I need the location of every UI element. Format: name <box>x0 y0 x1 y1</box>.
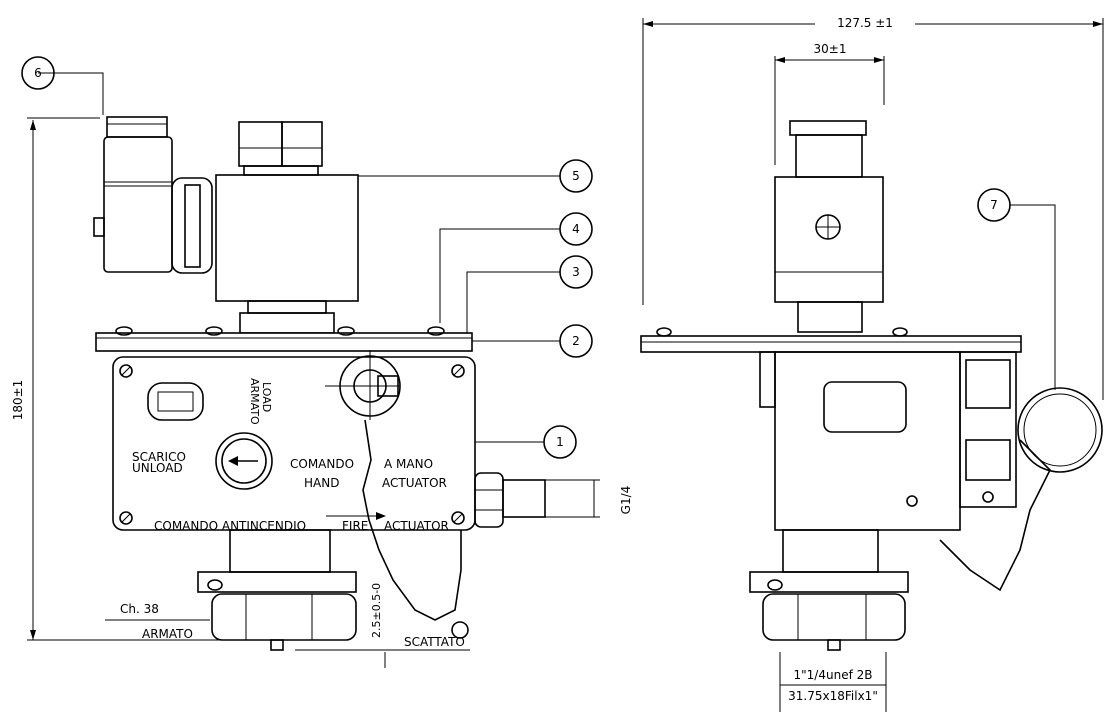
scattato-label: SCATTATO <box>404 635 465 649</box>
side-view: 127.5 ±1 30±1 <box>640 14 1104 712</box>
fire-label: FIRE <box>342 519 368 533</box>
armato-bottom-label: ARMATO <box>142 627 193 641</box>
coil-width-dimension: 30±1 <box>814 42 847 56</box>
callouts: 6 5 4 3 2 1 7 <box>21 56 1056 459</box>
callout-5: 5 <box>572 169 580 183</box>
comando-label: COMANDO <box>290 457 354 471</box>
scarico-label: SCARICO <box>132 450 186 464</box>
thread-dimension-line1: 1"1/4unef 2B <box>794 668 873 682</box>
callout-4: 4 <box>572 222 580 236</box>
unload-label: UNLOAD <box>132 461 183 475</box>
armato-label: ARMATO <box>248 378 261 425</box>
load-label: LOAD <box>260 382 273 412</box>
width-dimension: 127.5 ±1 <box>837 16 893 30</box>
actuator2-label: ACTUATOR <box>384 519 449 533</box>
height-dimension: 180±1 <box>11 380 25 421</box>
a-mano-label: A MANO <box>384 457 433 471</box>
callout-6: 6 <box>34 66 42 80</box>
callout-3: 3 <box>572 265 580 279</box>
port-dimension: G1/4 <box>619 486 633 515</box>
travel-dimension: 2.5±0.5-0 <box>370 583 383 638</box>
hand-label: HAND <box>304 476 339 490</box>
hex-dimension: Ch. 38 <box>120 602 159 616</box>
callout-2: 2 <box>572 334 580 348</box>
callout-7: 7 <box>990 198 998 212</box>
front-view: 180±1 <box>11 116 633 668</box>
callout-1: 1 <box>556 435 564 449</box>
actuator-label: ACTUATOR <box>382 476 447 490</box>
thread-dimension-line2: 31.75x18Filx1" <box>788 689 878 703</box>
